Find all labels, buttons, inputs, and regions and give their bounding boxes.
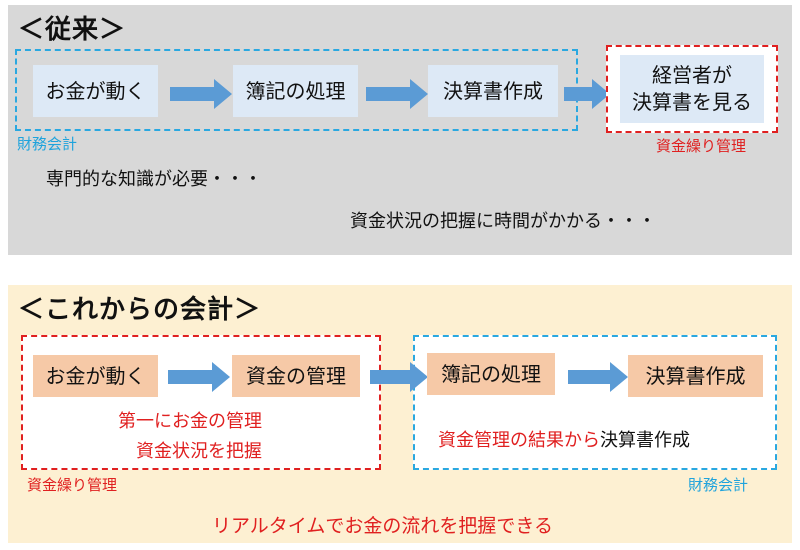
- problem-knowledge: 専門的な知識が必要・・・: [46, 169, 262, 190]
- arrow-right-icon: [366, 79, 428, 109]
- step-money-moves: お金が動く: [33, 355, 158, 397]
- step-financial-statements: 決算書作成: [628, 355, 763, 397]
- step-cash-management: 資金の管理: [232, 355, 360, 397]
- step-bookkeeping: 簿記の処理: [427, 353, 555, 395]
- arrow-right-icon: [168, 362, 230, 392]
- finance-note-red: 資金管理の結果から: [438, 430, 600, 451]
- finance-note: 資金管理の結果から決算書作成: [438, 426, 690, 452]
- traditional-panel: ＜従来＞ お金が動く 簿記の処理 決算書作成 経営者が 決算書を見る 財務会計 …: [8, 5, 792, 255]
- cash-note-line-2: 資金状況を把握: [136, 441, 262, 462]
- future-heading: ＜これからの会計＞: [18, 295, 262, 325]
- traditional-heading: ＜従来＞: [18, 15, 127, 45]
- problem-time: 資金状況の把握に時間がかかる・・・: [350, 211, 656, 232]
- arrow-right-icon: [568, 362, 628, 392]
- step-financial-statements: 決算書作成: [428, 65, 558, 117]
- future-panel: ＜これからの会計＞ お金が動く 資金の管理 簿記の処理 決算書作成 第一にお金の…: [8, 285, 792, 543]
- arrow-right-icon: [170, 79, 232, 109]
- label-cash-management: 資金繰り管理: [27, 476, 118, 494]
- label-finance-accounting: 財務会計: [688, 476, 749, 494]
- label-cash-management: 資金繰り管理: [656, 137, 747, 155]
- step-manager-reviews: 経営者が 決算書を見る: [620, 55, 764, 123]
- step-money-moves: お金が動く: [33, 65, 158, 117]
- manager-reviews-line-1: 経営者が: [652, 63, 732, 87]
- conclusion-text: リアルタイムでお金の流れを把握できる: [212, 515, 554, 537]
- step-bookkeeping: 簿記の処理: [233, 65, 358, 117]
- finance-note-black: 決算書作成: [600, 430, 690, 451]
- cash-note-line-1: 第一にお金の管理: [118, 411, 262, 432]
- manager-reviews-line-2: 決算書を見る: [632, 90, 752, 114]
- arrow-right-icon: [564, 79, 610, 109]
- arrow-right-icon: [370, 362, 428, 392]
- label-finance-accounting: 財務会計: [17, 135, 78, 153]
